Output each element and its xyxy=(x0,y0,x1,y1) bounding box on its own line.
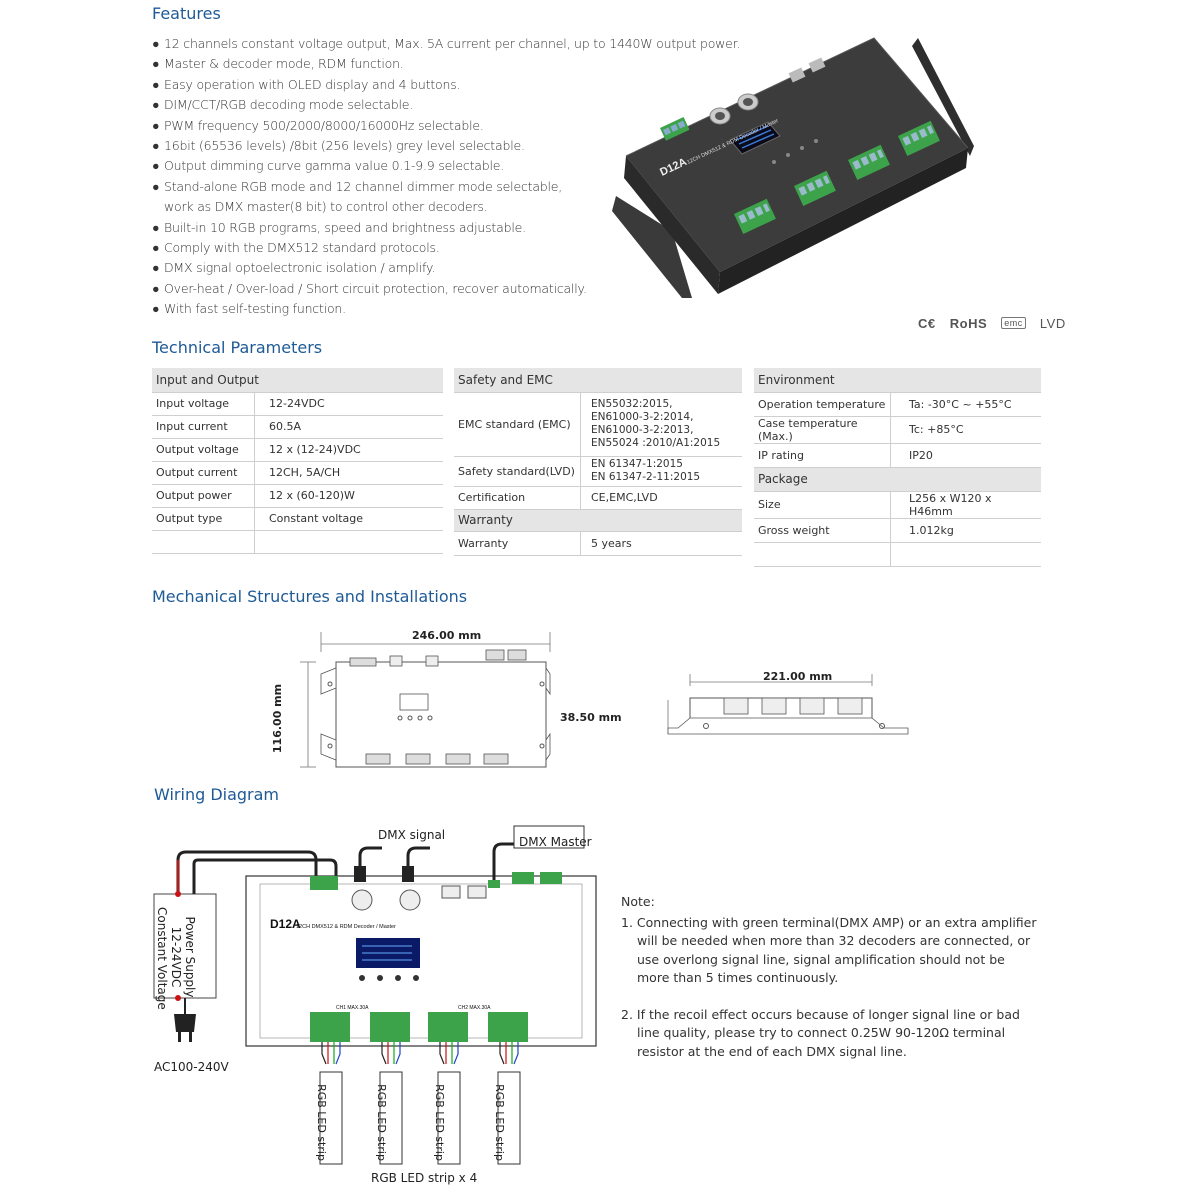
wiring-device-model: D12A xyxy=(270,917,301,931)
param-key: Output type xyxy=(152,507,255,531)
param-value: Constant voltage xyxy=(254,507,443,531)
input-output-header: Input and Output xyxy=(152,368,443,393)
param-key: Gross weight xyxy=(754,518,891,543)
feature-item: ●PWM frequency 500/2000/8000/16000Hz sel… xyxy=(152,117,484,133)
note-item: 2. If the recoil effect occurs because o… xyxy=(621,1006,1020,1059)
param-key: Input current xyxy=(152,415,255,439)
param-key: Warranty xyxy=(454,531,581,556)
feature-item: ●Easy operation with OLED display and 4 … xyxy=(152,76,461,92)
feature-item: ●DIM/CCT/RGB decoding mode selectable. xyxy=(152,97,413,113)
param-value: 1.012kg xyxy=(890,518,1041,543)
depth-dimension: 38.50 mm xyxy=(560,711,622,724)
emc-mark: emc xyxy=(1001,317,1026,329)
param-value: L256 x W120 x H46mm xyxy=(890,491,1041,519)
mechanical-title: Mechanical Structures and Installations xyxy=(152,587,468,606)
strip-label: RGB LED strip xyxy=(314,1084,328,1161)
param-key: Case temperature (Max.) xyxy=(754,416,891,444)
ch-label-1: CH1 MAX.30A xyxy=(336,1005,369,1011)
ac-input-label: AC100-240V xyxy=(154,1060,229,1074)
feature-item: ●12 channels constant voltage output, Ma… xyxy=(152,36,741,51)
param-key: IP rating xyxy=(754,443,891,468)
ce-mark: C€ xyxy=(918,316,936,331)
wiring-device-subtitle: 12CH DMX512 & RDM Decoder / Master xyxy=(296,924,396,930)
param-key: EMC standard (EMC) xyxy=(454,392,581,457)
ch-label-2: CH2 MAX.30A xyxy=(458,1005,491,1011)
package-header: Package xyxy=(754,467,1041,492)
feature-continuation: work as DMX master(8 bit) to control oth… xyxy=(164,199,488,215)
note-item: 1. Connecting with green terminal(DMX AM… xyxy=(621,914,1037,986)
param-value: Tc: +85°C xyxy=(890,416,1041,444)
lvd-mark: LVD xyxy=(1039,316,1066,331)
param-key: Output voltage xyxy=(152,438,255,462)
emc-standard: EN55024 :2010/A1:2015 xyxy=(591,437,721,449)
mechanical-drawing xyxy=(300,632,909,768)
feature-item: ●Comply with the DMX512 standard protoco… xyxy=(152,240,440,256)
environment-header: Environment xyxy=(754,368,1041,393)
wiring-title: Wiring Diagram xyxy=(154,785,280,804)
param-key: Input voltage xyxy=(152,392,255,416)
strip-label: RGB LED strip xyxy=(492,1084,506,1161)
wiring-diagram: D12A 12CH DMX512 & RDM Decoder / Master … xyxy=(153,825,597,1165)
param-key: Operation temperature xyxy=(754,392,891,417)
features-title: Features xyxy=(152,4,221,23)
param-value: 5 years xyxy=(580,531,742,556)
note-title: Note: xyxy=(621,894,655,909)
param-value: CE,EMC,LVD xyxy=(580,486,742,510)
param-key: Certification xyxy=(454,486,581,510)
width-dimension: 246.00 mm xyxy=(412,629,482,642)
height-dimension: 116.00 mm xyxy=(271,683,285,754)
feature-item: ●DMX signal optoelectronic isolation / a… xyxy=(152,260,436,276)
lvd-standard: EN 61347-2-11:2015 xyxy=(591,471,701,483)
param-value: 12 x (12-24)VDC xyxy=(254,438,443,462)
emc-standard: EN55032:2015, xyxy=(591,398,673,410)
safety-emc-table: Safety and EMC EMC standard (EMC) EN5503… xyxy=(454,368,742,556)
features-list: ●12 channels constant voltage output, Ma… xyxy=(152,34,741,320)
strip-label: RGB LED strip xyxy=(432,1084,446,1161)
certification-marks: C€ RoHS emc LVD xyxy=(918,316,1076,331)
param-value: 12CH, 5A/CH xyxy=(254,461,443,485)
param-value: IP20 xyxy=(890,443,1041,468)
param-value: 12-24VDC xyxy=(254,392,443,416)
feature-item: ●With fast self-testing function. xyxy=(152,301,346,317)
feature-item: ●Master & decoder mode, RDM function. xyxy=(152,56,404,72)
param-key: Output current xyxy=(152,461,255,485)
feature-item: ●Output dimming curve gamma value 0.1-9.… xyxy=(152,158,504,174)
param-value: Ta: -30°C ~ +55°C xyxy=(890,392,1041,417)
product-image: D12A 12CH DMX512 & RDM Decoder / Master xyxy=(612,37,974,298)
rohs-mark: RoHS xyxy=(949,316,988,331)
warranty-header: Warranty xyxy=(454,509,742,532)
param-key: Size xyxy=(754,491,891,519)
feature-item: ●16bit (65536 levels) /8bit (256 levels)… xyxy=(152,138,525,154)
strip-label: RGB LED strip xyxy=(374,1084,388,1161)
param-value: 12 x (60-120)W xyxy=(254,484,443,508)
dmx-signal-label: DMX signal xyxy=(378,828,446,842)
notes: Note: 1. Connecting with green terminal(… xyxy=(621,893,1041,1061)
feature-item: ●Stand-alone RGB mode and 12 channel dim… xyxy=(152,178,563,194)
dmx-master-label: DMX Master xyxy=(519,835,592,849)
emc-standard: EN61000-3-2:2014, xyxy=(591,411,694,423)
safety-emc-header: Safety and EMC xyxy=(454,368,742,393)
side-width-dimension: 221.00 mm xyxy=(763,670,833,683)
technical-title: Technical Parameters xyxy=(152,338,323,357)
param-key: Safety standard(LVD) xyxy=(454,456,581,487)
strip-count-label: RGB LED strip x 4 xyxy=(371,1171,478,1185)
param-key: Output power xyxy=(152,484,255,508)
power-supply-label: Power Supply 12-24VDC Constant Voltage xyxy=(155,907,197,1010)
lvd-standard: EN 61347-1:2015 xyxy=(591,458,683,470)
emc-standard: EN61000-3-2:2013, xyxy=(591,424,694,436)
param-value: 60.5A xyxy=(254,415,443,439)
feature-item: ●Over-heat / Over-load / Short circuit p… xyxy=(152,280,587,296)
feature-item: ●Built-in 10 RGB programs, speed and bri… xyxy=(152,219,526,235)
